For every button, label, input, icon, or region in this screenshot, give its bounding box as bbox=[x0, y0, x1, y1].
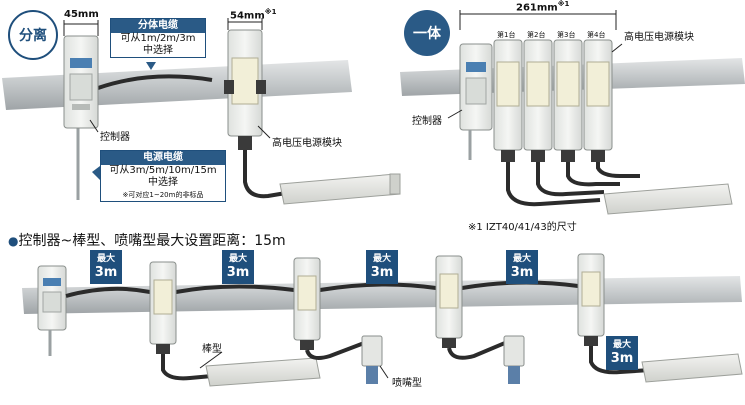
dim-total-width-value: 261mm bbox=[516, 2, 558, 14]
hv-module-plug-1 bbox=[501, 150, 515, 162]
distance-marker-3-label: 最大 bbox=[372, 254, 391, 264]
dim-module-width-note: ※1 bbox=[264, 8, 277, 16]
hv-module-label-1 bbox=[496, 61, 520, 107]
hv-module-plug-2 bbox=[531, 150, 545, 162]
unit-label-4: 第4台 bbox=[587, 31, 606, 39]
unit-label-2: 第2台 bbox=[527, 31, 546, 39]
split-cable-title: 分体电缆 bbox=[111, 19, 205, 33]
hv-module-plug-4 bbox=[591, 150, 605, 162]
hv-module-bottom-4 bbox=[577, 253, 605, 346]
separate-configuration bbox=[2, 18, 401, 205]
leader-bar-type bbox=[199, 351, 223, 369]
section-bullet: ● bbox=[8, 234, 19, 248]
label-bar-type: 棒型 bbox=[202, 344, 222, 355]
hv-module-bottom-3 bbox=[435, 255, 463, 348]
leader-hv-module-left bbox=[257, 125, 271, 139]
unit-label-3: 第3台 bbox=[557, 31, 576, 39]
leader-nozzle-type bbox=[379, 365, 389, 379]
module-to-bar-cable-left bbox=[243, 150, 293, 199]
bar-ionizer-bottom-2 bbox=[641, 353, 743, 383]
section-heading: ●控制器~棒型、喷嘴型最大设置距离：15m bbox=[8, 230, 286, 250]
hv-module-bottom-1 bbox=[149, 261, 177, 354]
bar-ionizer-top-left bbox=[279, 173, 401, 205]
label-hv-module-right: 高电压电源模块 bbox=[624, 32, 694, 43]
power-cable-line-1: 可从3m/5m/10m/15m bbox=[109, 165, 217, 176]
leader-controller-right bbox=[447, 109, 463, 119]
leader-hv-module-right bbox=[611, 43, 623, 53]
distance-chain bbox=[22, 253, 743, 387]
section-title: 控制器~棒型、喷嘴型最大设置距离：15m bbox=[18, 233, 286, 249]
split-cable-callout: 分体电缆 可从1m/2m/3m 中选择 bbox=[110, 18, 206, 58]
distance-marker-5-label: 最大 bbox=[612, 340, 631, 350]
distance-marker-4-value: 3m bbox=[510, 265, 534, 280]
integrated-badge: 一体 bbox=[404, 10, 450, 56]
distance-marker-4-label: 最大 bbox=[512, 254, 531, 264]
label-controller-right: 控制器 bbox=[412, 116, 442, 127]
controller-right bbox=[459, 43, 493, 131]
module1-to-bar-cable bbox=[161, 354, 213, 381]
split-cable-line-1: 可从1m/2m/3m bbox=[120, 33, 196, 44]
distance-marker-1-value: 3m bbox=[94, 265, 118, 280]
power-cable-title: 电源电缆 bbox=[101, 151, 225, 165]
hv-module-label-3 bbox=[556, 61, 580, 107]
module3-to-nozzle-cable bbox=[447, 338, 513, 360]
split-cable-line-2: 中选择 bbox=[143, 45, 173, 56]
hv-module-plug-3 bbox=[561, 150, 575, 162]
din-rail-left bbox=[2, 60, 352, 110]
leader-controller-left bbox=[89, 119, 99, 133]
dim-module-width: 54mm※1 bbox=[230, 8, 276, 21]
module2-to-nozzle-cable bbox=[305, 338, 373, 360]
nozzle-ionizer-2 bbox=[503, 335, 525, 384]
integrated-output-cables bbox=[506, 162, 640, 207]
distance-marker-3-value: 3m bbox=[370, 265, 394, 280]
split-cable bbox=[97, 74, 213, 90]
dim-module-width-value: 54mm bbox=[230, 10, 265, 22]
footnote-dimensions: ※1 IZT40/41/43的尺寸 bbox=[468, 222, 577, 233]
bar-ionizer-top-right bbox=[603, 183, 733, 215]
controller-left bbox=[63, 35, 99, 129]
distance-marker-1-label: 最大 bbox=[96, 254, 115, 264]
hv-module-label-4 bbox=[586, 61, 610, 107]
separate-badge: 分离 bbox=[8, 10, 58, 60]
controller-bottom bbox=[37, 265, 67, 331]
distance-marker-2-value: 3m bbox=[226, 265, 250, 280]
unit-label-1: 第1台 bbox=[497, 31, 516, 39]
distance-marker-5-value: 3m bbox=[610, 351, 634, 366]
bar-ionizer-bottom-1 bbox=[205, 357, 321, 387]
dim-total-width: 261mm※1 bbox=[516, 0, 569, 13]
label-controller-left: 控制器 bbox=[100, 132, 130, 143]
power-cable-line-2: 中选择 bbox=[148, 177, 178, 188]
module4-to-bar-cable bbox=[589, 346, 651, 375]
hv-module-bottom-2 bbox=[293, 257, 321, 350]
power-cable-callout-pointer bbox=[92, 166, 100, 180]
nozzle-ionizer-1 bbox=[361, 335, 383, 384]
distance-marker-2-label: 最大 bbox=[228, 254, 247, 264]
hv-module-stack bbox=[493, 39, 613, 162]
label-hv-module-left: 高电压电源模块 bbox=[272, 138, 342, 149]
dim-controller-width: 45mm bbox=[64, 9, 99, 20]
hv-module-label-2 bbox=[526, 61, 550, 107]
label-nozzle-type: 喷嘴型 bbox=[392, 378, 422, 389]
hv-power-module-left bbox=[224, 29, 266, 150]
integrated-configuration bbox=[400, 10, 745, 215]
power-cable-callout: 电源电缆 可从3m/5m/10m/15m 中选择 ※可对应1~20m的非标品 bbox=[100, 150, 226, 202]
dim-total-width-note: ※1 bbox=[557, 0, 570, 8]
power-cable-note: ※可对应1~20m的非标品 bbox=[122, 191, 204, 199]
split-cable-callout-pointer bbox=[146, 62, 156, 70]
